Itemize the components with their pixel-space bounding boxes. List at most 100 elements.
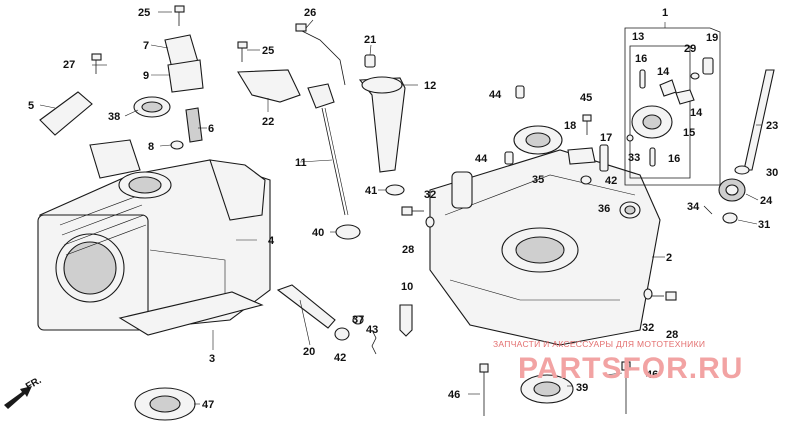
washer-42 xyxy=(334,327,350,341)
callout-7: 7 xyxy=(143,40,149,52)
spacer-17 xyxy=(599,144,609,172)
callout-14-top: 14 xyxy=(657,66,670,78)
callout-28-right: 28 xyxy=(666,329,678,341)
callout-43: 43 xyxy=(366,324,378,336)
callout-25-right: 25 xyxy=(262,45,274,57)
callout-24: 24 xyxy=(760,195,773,207)
gear-24 xyxy=(718,178,746,202)
arrow-icon xyxy=(4,386,32,409)
callout-44-top: 44 xyxy=(489,89,502,101)
pin-16-bottom xyxy=(649,147,656,167)
front-direction-indicator: FR. xyxy=(4,375,44,409)
bearing-39 xyxy=(520,374,574,404)
governor-assembly-bracket xyxy=(624,27,721,186)
bolt-27 xyxy=(91,53,102,74)
pin-34 xyxy=(703,205,713,215)
weight-14-b xyxy=(675,89,695,105)
callout-28-left: 28 xyxy=(402,244,414,256)
callout-18: 18 xyxy=(564,120,576,132)
bearing-35 xyxy=(513,125,563,155)
callout-39: 39 xyxy=(576,382,588,394)
callout-42-right: 42 xyxy=(605,175,617,187)
bolt-46-left xyxy=(479,363,489,416)
washer-32-right xyxy=(643,288,653,300)
guide-plate-22 xyxy=(237,69,301,103)
shield-plate xyxy=(39,91,93,136)
governor-plate-18 xyxy=(567,147,596,165)
callout-2: 2 xyxy=(666,252,672,264)
cylinder-block xyxy=(37,139,271,331)
front-label: FR. xyxy=(24,375,44,393)
callout-30: 30 xyxy=(766,167,778,179)
callout-31: 31 xyxy=(758,219,770,231)
callout-32-left: 32 xyxy=(424,189,436,201)
washer-30 xyxy=(734,165,750,175)
callout-34: 34 xyxy=(687,201,700,213)
clip-10 xyxy=(399,304,413,337)
holder-19 xyxy=(702,57,714,75)
callout-6: 6 xyxy=(208,123,214,135)
callout-44-mid: 44 xyxy=(475,153,488,165)
oil-filler-tube xyxy=(358,77,406,173)
watermark-caption: ЗАПЧАСТИ И АКСЕССУАРЫ ДЛЯ МОТОТЕХНИКИ xyxy=(493,339,705,349)
callout-40: 40 xyxy=(312,227,324,239)
callout-8: 8 xyxy=(148,141,154,153)
callout-37: 37 xyxy=(352,314,364,326)
callout-27: 27 xyxy=(63,59,75,71)
callout-33: 33 xyxy=(628,152,640,164)
callout-11: 11 xyxy=(295,157,307,169)
bracket-9 xyxy=(167,59,204,93)
governor-rod-26 xyxy=(299,29,346,86)
callout-19: 19 xyxy=(706,32,718,44)
callout-47: 47 xyxy=(202,399,214,411)
o-ring-41 xyxy=(385,184,405,196)
bolt-28-right xyxy=(652,291,677,301)
pin-16-top xyxy=(639,69,646,89)
callout-35: 35 xyxy=(532,174,544,186)
callout-45: 45 xyxy=(580,92,592,104)
callout-12: 12 xyxy=(424,80,436,92)
watermark: ЗАПЧАСТИ И АКСЕССУАРЫ ДЛЯ МОТОТЕХНИКИ PA… xyxy=(493,339,743,385)
breather-element xyxy=(185,107,203,143)
governor-subassembly-bracket xyxy=(629,45,691,179)
dowel-pin-44-top xyxy=(515,85,525,99)
callout-25-left: 25 xyxy=(138,7,150,19)
washer-31 xyxy=(722,212,738,224)
callout-21: 21 xyxy=(364,34,376,46)
washer-29 xyxy=(690,72,700,80)
oil-seal-36 xyxy=(619,201,641,219)
callout-26: 26 xyxy=(304,7,316,19)
callout-32-right: 32 xyxy=(642,322,654,334)
oil-seal-38 xyxy=(133,96,171,118)
callout-1: 1 xyxy=(662,7,668,19)
callout-29: 29 xyxy=(684,43,696,55)
callout-3: 3 xyxy=(209,353,215,365)
crankcase-cover xyxy=(429,149,661,346)
governor-gear-15 xyxy=(631,105,673,139)
bolt-25-right xyxy=(237,41,248,62)
washer-32-left xyxy=(425,216,435,228)
callout-16-top: 16 xyxy=(635,53,647,65)
bearing-47 xyxy=(134,387,196,421)
callout-41: 41 xyxy=(365,185,377,197)
callout-4: 4 xyxy=(268,235,275,247)
bolt-28-left xyxy=(401,206,424,216)
callout-16-bottom: 16 xyxy=(668,153,680,165)
callout-9: 9 xyxy=(143,70,149,82)
watermark-brand: PARTSFOR.RU xyxy=(518,352,743,385)
callout-46-right: 46 xyxy=(646,369,658,381)
dipstick xyxy=(307,83,349,216)
bolt-26 xyxy=(295,23,307,32)
pin-43 xyxy=(371,329,377,355)
washer-42-right xyxy=(580,175,592,185)
bolt-46-right xyxy=(621,361,631,414)
callout-10: 10 xyxy=(401,281,413,293)
callout-38: 38 xyxy=(108,111,120,123)
governor-shaft-23 xyxy=(743,69,775,171)
governor-arm-20 xyxy=(276,284,336,329)
callout-36: 36 xyxy=(598,203,610,215)
callout-5: 5 xyxy=(28,100,34,112)
callout-17: 17 xyxy=(600,132,612,144)
callout-14-bottom: 14 xyxy=(690,107,703,119)
